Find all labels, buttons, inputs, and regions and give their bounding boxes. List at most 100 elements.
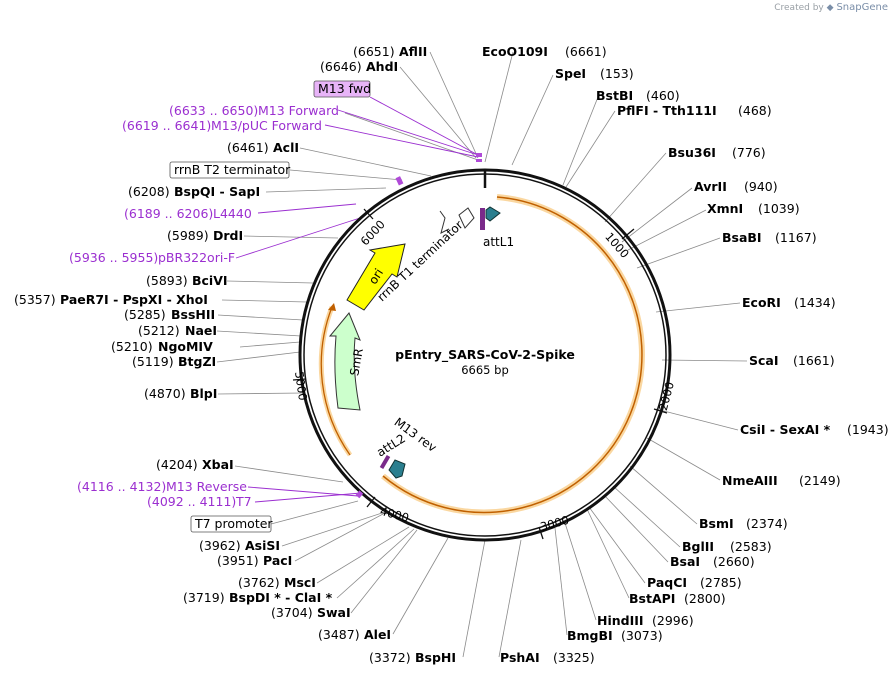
site-BlpI: BlpI [190, 386, 217, 401]
site-CsiI-SexAI-pos: (1943) [847, 422, 889, 437]
site-AvrII-pos: (940) [744, 179, 778, 194]
site-PaeR7I-PspXI-XhoI: PaeR7I - PspXI - XhoI [60, 292, 208, 307]
site-BlpI-pos: (4870) [144, 386, 186, 401]
site-PaqCI-pos: (2785) [700, 575, 742, 590]
site-NgoMIV: NgoMIV [158, 339, 213, 354]
site-AvrII: AvrII [694, 179, 727, 194]
plasmid-length: 6665 bp [461, 363, 509, 377]
site-PshAI: PshAI [500, 650, 540, 665]
site-BsaI: BsaI [670, 554, 700, 569]
site-XmnI: XmnI [707, 201, 743, 216]
site-AclI: AclI [273, 140, 299, 155]
site-BmgBI: BmgBI [567, 628, 613, 643]
site-PacI: PacI [263, 553, 292, 568]
rrnB-T1-arrow-outline [458, 207, 475, 229]
attL2-arrow [388, 459, 406, 479]
site-PaqCI: PaqCI [647, 575, 687, 590]
site-SwaI: SwaI [317, 605, 351, 620]
site-BciVI: BciVI [192, 273, 228, 288]
site-AleI: AleI [364, 627, 391, 642]
site-EcoO109I-pos: (6661) [565, 44, 607, 59]
site-EcoRI: EcoRI [742, 295, 781, 310]
feature-SmR: SmR [347, 347, 366, 377]
site-EcoRI-pos: (1434) [794, 295, 836, 310]
site-BsmI: BsmI [699, 516, 734, 531]
site-PflFI-Tth111I: PflFI - Tth111I [617, 103, 717, 118]
site-BsaBI-pos: (1167) [775, 230, 817, 245]
site-Bsu36I: Bsu36I [668, 145, 716, 160]
box-T7-promoter-label: T7 promoter [194, 516, 273, 531]
watermark-prefix: Created by [774, 3, 824, 13]
site-XbaI-pos: (4204) [156, 457, 198, 472]
site-SpeI-pos: (153) [600, 66, 634, 81]
site-PshAI-pos: (3325) [553, 650, 595, 665]
box-rrnB-T2-label: rrnB T2 terminator [174, 162, 291, 177]
spike-cds-arc [381, 194, 645, 516]
site-BglII-pos: (2583) [730, 539, 772, 554]
site-MscI-pos: (3762) [238, 575, 280, 590]
site-AhdI-pos: (6646) [320, 59, 362, 74]
site-BglII: BglII [682, 539, 714, 554]
site-PaeR7I-PspXI-XhoI-pos: (5357) [14, 292, 56, 307]
tick-label-2000: 2000 [656, 380, 677, 412]
site-XmnI-pos: (1039) [758, 201, 800, 216]
tick-label-4000: 4000 [379, 504, 411, 525]
primer-T7-range: (4092 .. 4111) [147, 494, 236, 509]
box-T7-promoter: T7 promoter [190, 515, 273, 533]
primer-M13-pUC-Forward-range: (6619 .. 6641) [122, 118, 211, 133]
primer-M13-Forward: M13 Forward [258, 103, 339, 118]
site-AflII-pos: (6651) [353, 44, 395, 59]
snapgene-logo-icon: ◆ [826, 3, 834, 13]
tick-label-5000: 5000 [292, 370, 310, 401]
smr-cds-arc [318, 303, 353, 457]
site-Bsu36I-pos: (776) [732, 145, 766, 160]
primer-L4440-range: (6189 .. 6206) [124, 206, 213, 221]
site-ScaI: ScaI [749, 353, 779, 368]
site-NmeAIII-pos: (2149) [799, 473, 841, 488]
site-NaeI: NaeI [185, 323, 217, 338]
site-BstBI-pos: (460) [646, 88, 680, 103]
site-PflFI-Tth111I-pos: (468) [738, 103, 772, 118]
leader-lines [216, 51, 748, 658]
primer-pBR322ori-F-range: (5936 .. 5955) [69, 250, 158, 265]
site-MscI: MscI [284, 575, 316, 590]
site-SpeI: SpeI [555, 66, 586, 81]
site-BstAPI-pos: (2800) [684, 591, 726, 606]
site-AhdI: AhdI [366, 59, 398, 74]
primer-M13-Forward-range: (6633 .. 6650) [169, 103, 258, 118]
attL1-arrow [485, 206, 501, 222]
site-BspHI: BspHI [415, 650, 456, 665]
site-BstAPI: BstAPI [629, 591, 675, 606]
site-BciVI-pos: (5893) [146, 273, 188, 288]
site-NaeI-pos: (5212) [138, 323, 180, 338]
primer-L4440: L4440 [213, 206, 252, 221]
primer-M13-Reverse-range: (4116 .. 4132) [77, 479, 166, 494]
ring-ticks [292, 208, 668, 540]
feature-box-lines [270, 169, 403, 525]
site-AclI-pos: (6461) [227, 140, 269, 155]
site-BspQI-SapI: BspQI - SapI [174, 184, 260, 199]
site-labels-left: (3372) BspHI (3487) AleI (3704) SwaI (37… [14, 44, 456, 665]
ori-arrow [346, 243, 406, 311]
site-HindIII-pos: (2996) [652, 613, 694, 628]
site-BspDI-ClaI: BspDI * - ClaI * [229, 590, 333, 605]
site-BsaI-pos: (2660) [713, 554, 755, 569]
site-BstBI: BstBI [596, 88, 633, 103]
site-DrdI: DrdI [213, 228, 243, 243]
tick-label-3000: 3000 [539, 513, 571, 534]
primer-marks [355, 153, 482, 499]
site-SwaI-pos: (3704) [271, 605, 313, 620]
primer-M13-pUC-Forward: M13/pUC Forward [211, 118, 322, 133]
site-EcoO109I: EcoO109I [482, 44, 548, 59]
box-rrnB-T2: rrnB T2 terminator [169, 161, 291, 179]
box-m13-fwd: M13 fwd [313, 80, 371, 98]
m13rev-marker [379, 454, 391, 470]
site-NgoMIV-pos: (5210) [111, 339, 153, 354]
site-BsmI-pos: (2374) [746, 516, 788, 531]
smr-arrow [328, 312, 361, 411]
site-NmeAIII: NmeAIII [722, 473, 778, 488]
feature-attL1: attL1 [483, 235, 514, 249]
primer-pBR322ori-F: pBR322ori-F [158, 250, 235, 265]
